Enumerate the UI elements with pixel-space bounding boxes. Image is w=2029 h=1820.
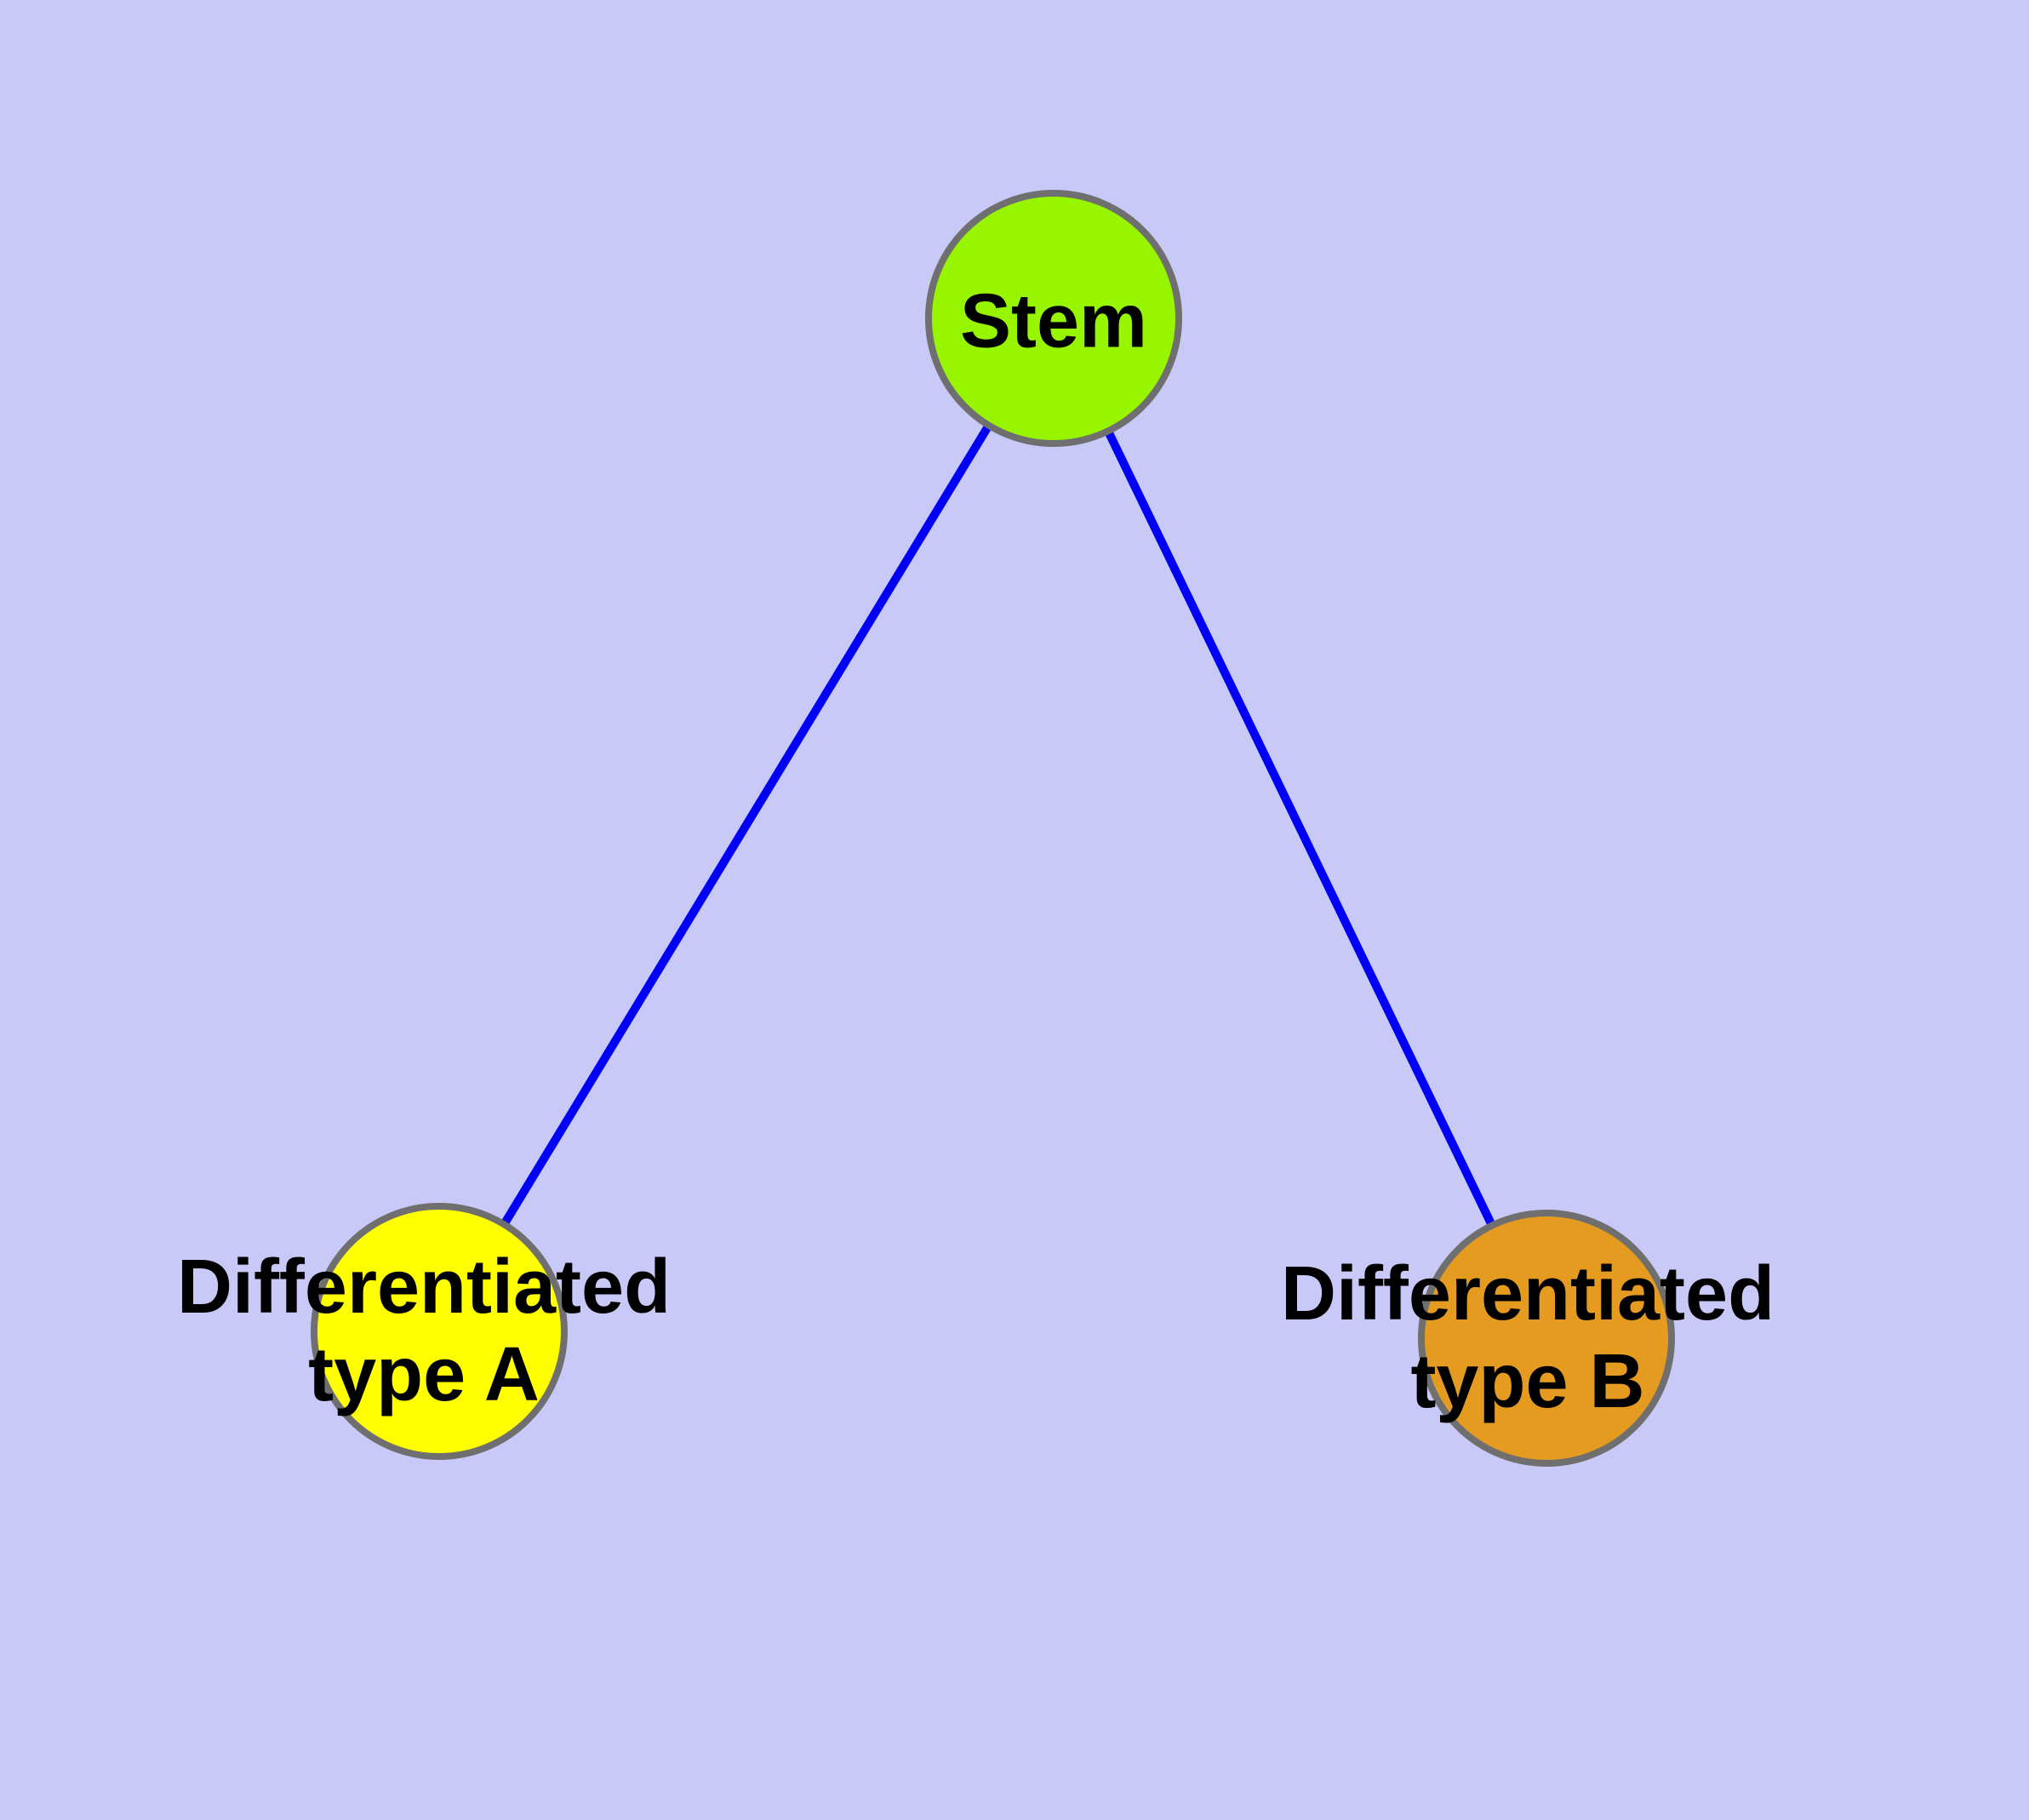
node-type-a-label-line1: Differentiated xyxy=(176,1245,672,1330)
node-type-b-label-line1: Differentiated xyxy=(1280,1251,1775,1336)
node-stem-circle xyxy=(925,190,1182,447)
node-type-a-label-line2: type A xyxy=(308,1332,540,1417)
node-type-b-circle xyxy=(1418,1210,1675,1467)
node-stem-label-text: Stem xyxy=(959,278,1148,364)
edge-stem-to-type-a xyxy=(435,316,1058,1334)
node-type-a-circle xyxy=(311,1203,568,1460)
node-type-a-label: Differentiated type A xyxy=(177,1244,671,1419)
node-stem-label: Stem xyxy=(960,278,1147,366)
node-type-b-label-line2: type B xyxy=(1410,1339,1645,1424)
node-type-b-label: Differentiated type B xyxy=(1281,1251,1775,1426)
edge-stem-to-type-b xyxy=(1049,316,1551,1341)
